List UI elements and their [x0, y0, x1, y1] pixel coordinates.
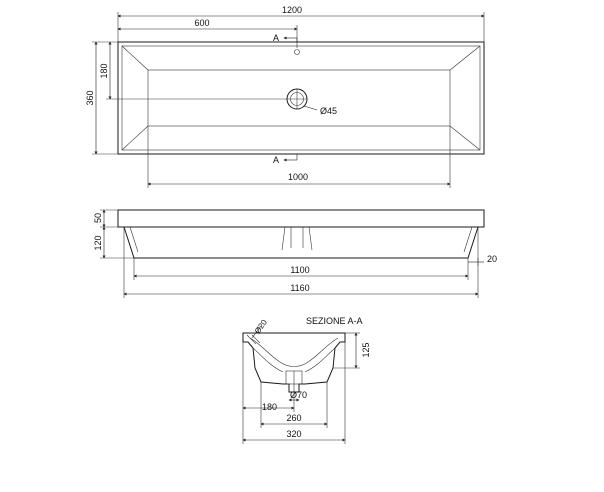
dimension-label: 120	[93, 235, 103, 250]
basin-rim-outline	[121, 45, 481, 151]
dimension-section-height: 125	[333, 332, 371, 369]
dimension-label: 180	[99, 63, 109, 78]
front-body	[123, 226, 479, 259]
dimension-drain-diameter: Ø70	[288, 390, 307, 402]
dimension-label: 1160	[290, 283, 309, 293]
dimension-label: 600	[194, 18, 209, 28]
dimension-drain-offset: 180	[99, 41, 287, 100]
dimension-label: 360	[85, 90, 95, 105]
dimension-label: 1100	[290, 265, 309, 275]
dimension-side-offset: 20	[468, 254, 497, 266]
overflow-hole	[294, 49, 300, 55]
section-view: SEZIONE A-A Ø20 125 Ø70	[242, 316, 371, 444]
dimension-label: 50	[93, 213, 103, 223]
dimension-label: 1200	[282, 5, 302, 15]
dimension-label: Ø70	[290, 390, 307, 400]
dimension-overflow-diameter: Ø20	[251, 318, 269, 339]
dimension-label: 180	[262, 402, 277, 412]
dimension-bottom-width: 1160	[123, 227, 479, 298]
dimension-top-thickness: 50	[93, 209, 118, 228]
dimension-total-width: 1200	[117, 5, 485, 42]
svg-text:A: A	[273, 155, 279, 165]
front-top-slab	[117, 209, 485, 228]
dimension-depth: 360	[85, 41, 118, 155]
section-marker-top: A	[273, 33, 298, 43]
top-view: 1200 600 Ø45	[85, 5, 485, 188]
dimension-half-width: 600	[117, 18, 298, 48]
drain-diameter-label: Ø45	[320, 106, 337, 116]
drain-symbol: Ø45	[286, 88, 337, 116]
basin-floor-outline	[147, 69, 451, 127]
svg-text:A: A	[273, 33, 279, 43]
dimension-label: 320	[286, 429, 301, 439]
front-drain-spigot	[281, 226, 313, 251]
basin-outer-outline	[117, 41, 485, 155]
dimension-basin-length: 1000	[147, 126, 451, 188]
dimension-label: 260	[286, 413, 301, 423]
dimension-section-outer-width: 320	[242, 342, 346, 444]
dimension-body-height: 120	[93, 226, 134, 259]
section-marker-bottom: A	[273, 154, 298, 165]
dimension-label: 1000	[288, 172, 308, 182]
dimension-label: 125	[361, 342, 371, 357]
section-title: SEZIONE A-A	[306, 316, 363, 326]
dimension-drain-position: 180	[242, 342, 295, 412]
dimension-section-inner-width: 260	[260, 382, 328, 428]
section-drain	[285, 370, 303, 392]
dimension-label: 20	[487, 254, 497, 264]
dimension-inner-width: 1100	[133, 258, 469, 280]
section-basin-curve	[249, 337, 339, 367]
front-view: 50 120 1100 1160 20	[93, 209, 497, 298]
